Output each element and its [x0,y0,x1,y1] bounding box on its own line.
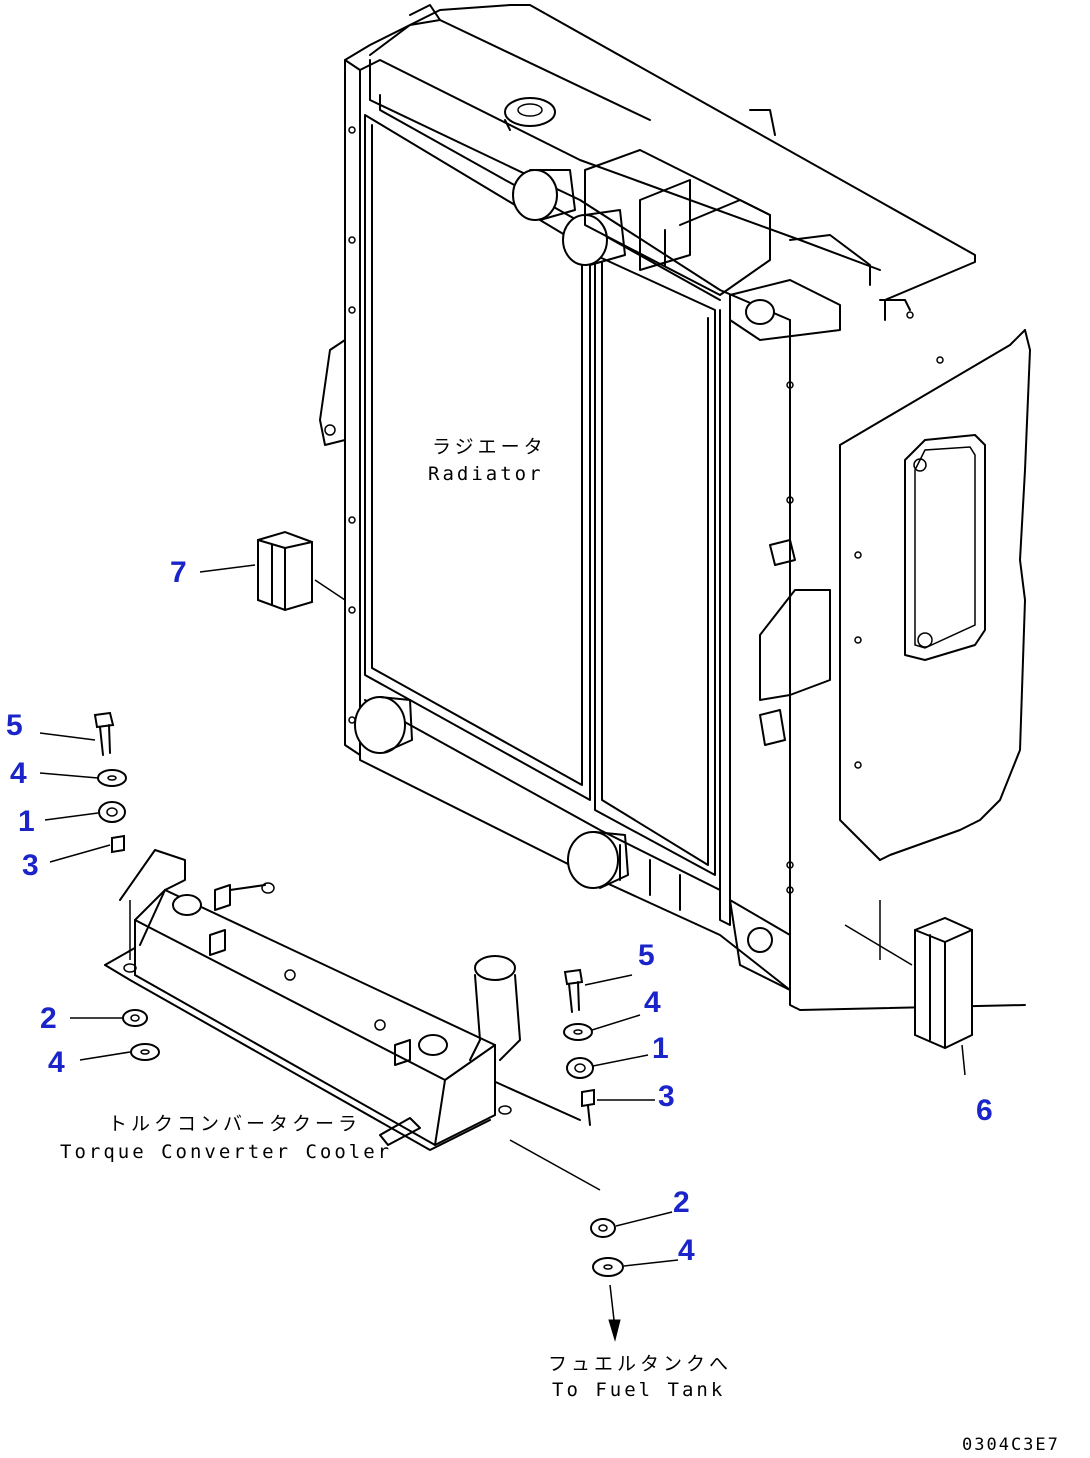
callout-3-right: 3 [658,1080,675,1113]
drawing-code: 0304C3E7 [962,1435,1060,1455]
radiator-label-jp: ラジエータ [432,436,547,458]
cooler-label-en: Torque Converter Cooler [60,1141,392,1163]
callout-2-right: 2 [673,1186,690,1219]
radiator-assembly [319,4,1031,1011]
callout-5-left: 5 [6,709,23,742]
fueltank-label-jp: フュエルタンクへ [548,1353,732,1375]
fasteners-right [563,968,624,1342]
callout-5-right: 5 [638,939,655,972]
callout-6: 6 [976,1094,993,1127]
leader-lines [39,564,966,1267]
callout-7: 7 [170,556,187,589]
fueltank-label-en: To Fuel Tank [552,1379,725,1401]
torque-converter-cooler [104,849,601,1191]
callout-1-left: 1 [18,805,35,838]
callout-4-left-bottom: 4 [48,1046,65,1079]
fasteners-left [93,711,160,1061]
radiator-label-en: Radiator [428,463,544,485]
cooler-label-jp: トルクコンバータクーラ [108,1113,361,1135]
rubber-pad-6 [844,900,973,1050]
callout-3-left: 3 [22,849,39,882]
callout-4-left-top: 4 [10,757,27,790]
callout-4-right-top: 4 [644,986,661,1019]
callout-4-right-bottom: 4 [678,1234,695,1267]
rubber-pad-7 [257,530,346,612]
callout-2-left: 2 [40,1002,57,1035]
part-labels: ラジエータ Radiator トルクコンバータクーラ Torque Conver… [60,436,1060,1455]
callout-numbers: 7 5 4 1 3 2 4 5 4 1 3 6 2 4 [6,556,993,1267]
callout-1-right: 1 [652,1032,669,1065]
